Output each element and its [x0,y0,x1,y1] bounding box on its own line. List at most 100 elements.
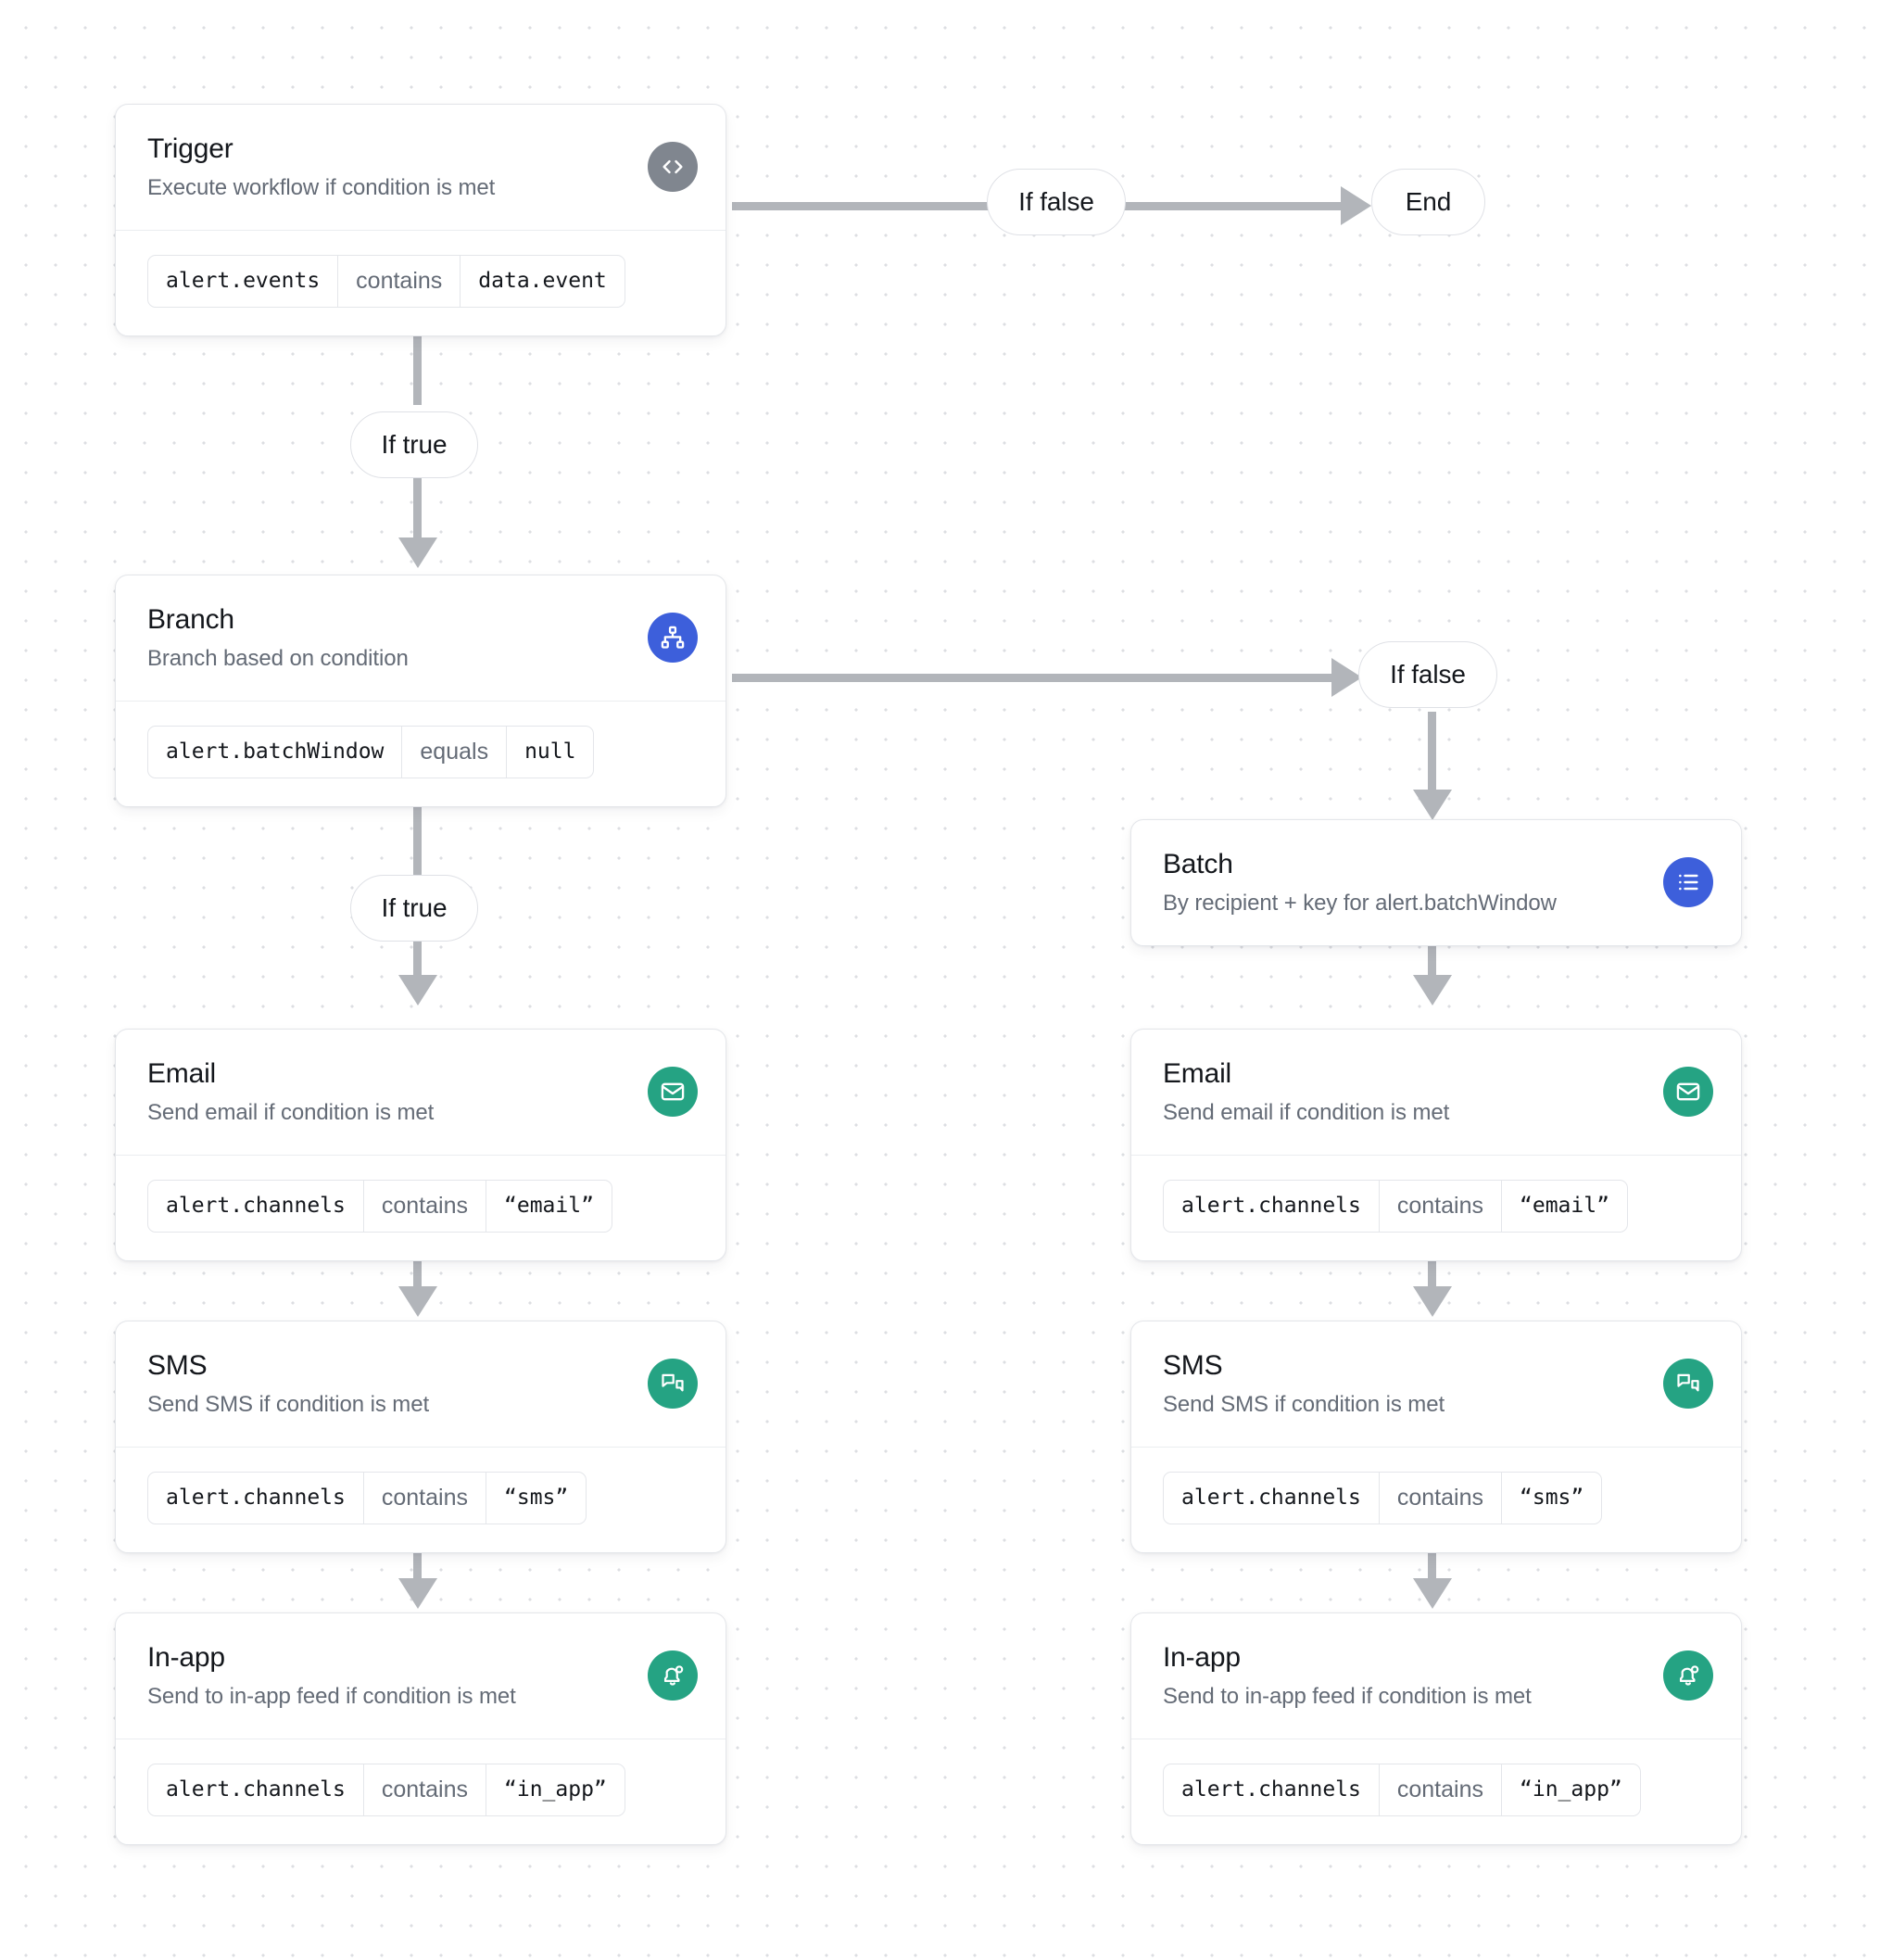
arrowhead-to-batch [1413,790,1452,820]
edge-label-trigger-if-false[interactable]: If false [987,169,1126,235]
node-title: Email [147,1058,217,1089]
node-card-branch[interactable]: Branch Branch based on condition alert.b… [115,575,726,808]
condition-pill[interactable]: alert.channels contains “email” [147,1179,612,1233]
node-card-sms-left[interactable]: SMS Send SMS if condition is met alert.c… [115,1321,726,1554]
node-subtitle: Send SMS if condition is met [1163,1391,1445,1417]
condition-value: “email” [1501,1180,1627,1233]
node-title: Trigger [147,133,233,164]
condition-pill[interactable]: alert.events contains data.event [147,254,625,309]
condition-row[interactable]: alert.channels contains “email” [116,1156,726,1261]
condition-operator: contains [1378,1764,1501,1816]
condition-value: “email” [486,1180,612,1233]
condition-row[interactable]: alert.events contains data.event [116,231,726,336]
edge-trigger-to-iffalse [732,202,991,210]
node-card-email-right[interactable]: Email Send email if condition is met ale… [1130,1029,1742,1262]
condition-operator: contains [362,1472,486,1524]
condition-field: alert.events [166,268,321,293]
chat-bubbles-icon [1663,1359,1713,1410]
condition-pill[interactable]: alert.channels contains “sms” [1163,1471,1603,1525]
edge-batch-to-email-right [1428,927,1436,982]
condition-operator: contains [1378,1180,1501,1233]
condition-operator: contains [362,1764,486,1816]
edge-label-text: If false [1390,660,1466,689]
condition-pill[interactable]: alert.channels contains “sms” [147,1471,587,1525]
node-card-batch[interactable]: Batch By recipient + key for alert.batch… [1130,819,1742,946]
envelope-icon [1663,1067,1713,1118]
condition-field: alert.channels [1181,1193,1361,1218]
condition-row[interactable]: alert.channels contains “sms” [1131,1448,1741,1553]
node-subtitle: By recipient + key for alert.batchWindow [1163,890,1557,916]
condition-row[interactable]: alert.batchWindow equals null [116,702,726,807]
condition-operator: contains [362,1180,486,1233]
edge-iffalse-to-batch [1428,712,1436,797]
condition-pill[interactable]: alert.channels contains “email” [1163,1179,1628,1233]
node-title: In-app [147,1642,225,1673]
list-icon [1663,857,1713,908]
condition-value: “sms” [1501,1472,1601,1524]
hierarchy-icon [648,613,698,664]
card-header: SMS Send SMS if condition is met [116,1321,726,1448]
condition-field: alert.channels [166,1193,346,1218]
condition-value: “in_app” [486,1764,625,1816]
condition-operator: contains [337,255,460,308]
arrowhead-to-inapp-right [1413,1578,1452,1609]
node-card-inapp-left[interactable]: In-app Send to in-app feed if condition … [115,1612,726,1846]
condition-field: alert.channels [1181,1777,1361,1802]
node-title: SMS [1163,1350,1223,1381]
node-title: Email [1163,1058,1232,1089]
node-subtitle: Send email if condition is met [1163,1099,1450,1125]
condition-operator: contains [1378,1472,1501,1524]
edge-trigger-to-iftrue [413,312,422,405]
edge-label-text: If false [1018,187,1094,216]
edge-label-text: If true [381,893,448,922]
node-subtitle: Branch based on condition [147,645,409,671]
condition-row[interactable]: alert.channels contains “in_app” [116,1739,726,1845]
node-card-sms-right[interactable]: SMS Send SMS if condition is met alert.c… [1130,1321,1742,1554]
card-header: In-app Send to in-app feed if condition … [1131,1613,1741,1739]
condition-value: “sms” [486,1472,586,1524]
arrowhead-to-sms-right [1413,1286,1452,1317]
edge-label-trigger-if-true[interactable]: If true [350,411,478,478]
node-subtitle: Execute workflow if condition is met [147,174,496,200]
code-icon [648,142,698,193]
condition-row[interactable]: alert.channels contains “email” [1131,1156,1741,1261]
arrowhead-to-email-right [1413,975,1452,1005]
card-header: Email Send email if condition is met [1131,1030,1741,1156]
node-title: Branch [147,604,234,635]
edge-iftrue-to-email-left [413,927,422,982]
condition-value: “in_app” [1501,1764,1640,1816]
chat-bubbles-icon [648,1359,698,1410]
node-card-trigger[interactable]: Trigger Execute workflow if condition is… [115,104,726,337]
condition-row[interactable]: alert.channels contains “in_app” [1131,1739,1741,1845]
edge-sms-to-inapp-left [413,1534,422,1585]
card-header: Trigger Execute workflow if condition is… [116,105,726,231]
condition-row[interactable]: alert.channels contains “sms” [116,1448,726,1553]
condition-field: alert.batchWindow [166,739,385,764]
condition-pill[interactable]: alert.channels contains “in_app” [147,1763,625,1817]
arrowhead-to-inapp-left [398,1578,437,1609]
node-title: SMS [147,1350,208,1381]
bell-dot-icon [1663,1650,1713,1701]
card-header: SMS Send SMS if condition is met [1131,1321,1741,1448]
node-card-inapp-right[interactable]: In-app Send to in-app feed if condition … [1130,1612,1742,1846]
end-node[interactable]: End [1371,169,1485,235]
node-card-email-left[interactable]: Email Send email if condition is met ale… [115,1029,726,1262]
condition-pill[interactable]: alert.batchWindow equals null [147,725,595,779]
card-header: Email Send email if condition is met [116,1030,726,1156]
condition-pill[interactable]: alert.channels contains “in_app” [1163,1763,1641,1817]
condition-value: null [506,726,593,778]
bell-dot-icon [648,1650,698,1701]
edge-branch-to-iffalse [732,674,1344,682]
envelope-icon [648,1067,698,1118]
condition-operator: equals [401,726,506,778]
edge-email-to-sms-left [413,1242,422,1293]
arrowhead-to-sms-left [398,1286,437,1317]
edge-iftrue-to-branch [413,478,422,545]
edge-iffalse-to-end [1123,202,1355,210]
arrowhead-to-end [1341,186,1371,225]
arrowhead-to-email-left [398,975,437,1005]
card-header: In-app Send to in-app feed if condition … [116,1613,726,1739]
edge-label-branch-if-true[interactable]: If true [350,875,478,942]
edge-label-branch-if-false[interactable]: If false [1358,641,1497,708]
